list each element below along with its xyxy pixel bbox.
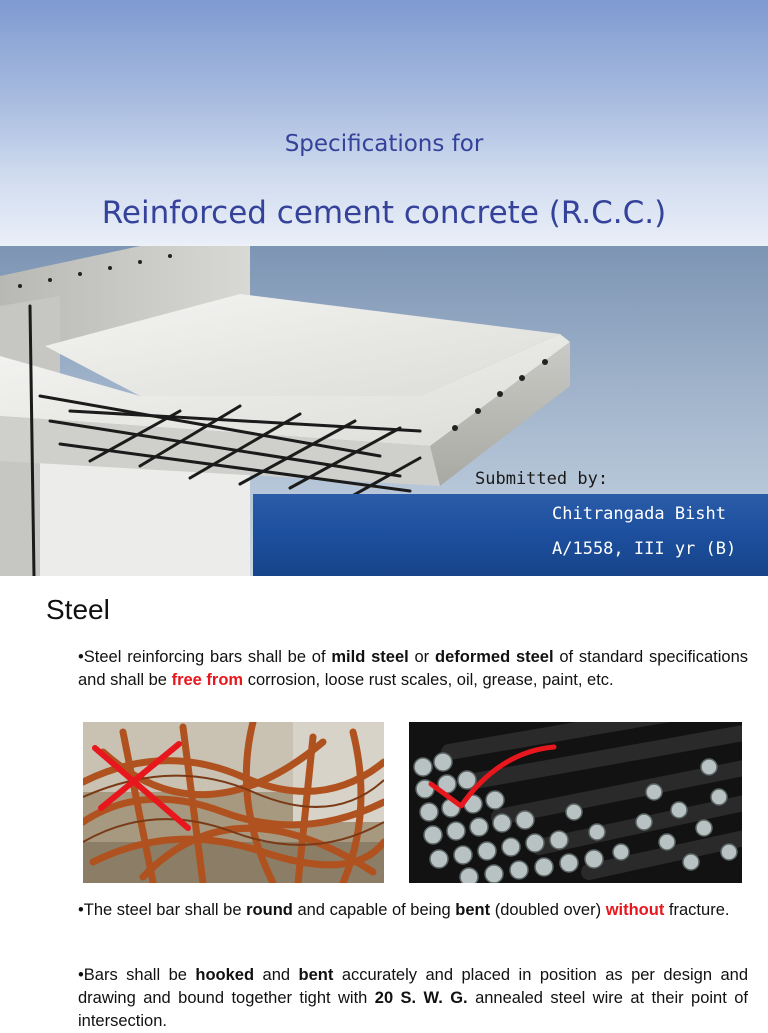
steel-slide: Steel •Steel reinforcing bars shall be o… [0, 577, 768, 1030]
text-run: Bars shall be [83, 966, 196, 984]
title-slide: Specifications for Reinforced cement con… [0, 0, 768, 576]
bold-run: mild steel [331, 648, 409, 666]
text-run: (doubled over) [490, 901, 606, 919]
bullet: • [78, 901, 84, 919]
author-name: Chitrangada Bisht [552, 504, 726, 524]
bold-run: deformed steel [434, 648, 554, 666]
text-run: The steel bar shall be [83, 901, 247, 919]
cross-mark-icon [92, 741, 191, 831]
slide-title: Reinforced cement concrete (R.C.C.) [101, 195, 667, 231]
bullet: • [78, 966, 84, 984]
author-id: A/1558, III yr (B) [552, 539, 737, 559]
text-run: of standard specifications and shall be [78, 648, 748, 689]
highlight-run: free from [171, 671, 244, 689]
text-run: or [408, 648, 435, 666]
text-run: Steel reinforcing bars shall be of [83, 648, 332, 666]
text-run: and capable of being [292, 901, 456, 919]
author-band [253, 494, 768, 576]
bold-run: hooked [195, 966, 255, 984]
highlight-run: without [605, 901, 665, 919]
rusty-bars-photo [83, 722, 384, 883]
bullet-paragraph: •The steel bar shall be round and capabl… [78, 899, 748, 922]
rcc-slab-illustration [0, 246, 768, 576]
bold-run: bent [455, 901, 491, 919]
slide-subtitle: Specifications for [284, 131, 484, 157]
check-mark-icon [428, 744, 557, 809]
clean-bars-photo [409, 722, 742, 883]
text-run: corrosion, loose rust scales, oil, greas… [243, 671, 614, 689]
submitted-by-label: Submitted by: [475, 469, 609, 489]
text-run: and [254, 966, 299, 984]
bold-run: 20 S. W. G. [374, 989, 468, 1007]
bullet-paragraph: •Steel reinforcing bars shall be of mild… [78, 646, 748, 692]
section-heading: Steel [46, 594, 110, 625]
bold-run: bent [298, 966, 334, 984]
bullet: • [78, 648, 84, 666]
text-run: accurately and placed in position as per… [78, 966, 749, 1007]
bold-run: round [246, 901, 293, 919]
text-run: fracture. [664, 901, 730, 919]
bullet-paragraph: •Bars shall be hooked and bent accuratel… [78, 964, 748, 1033]
